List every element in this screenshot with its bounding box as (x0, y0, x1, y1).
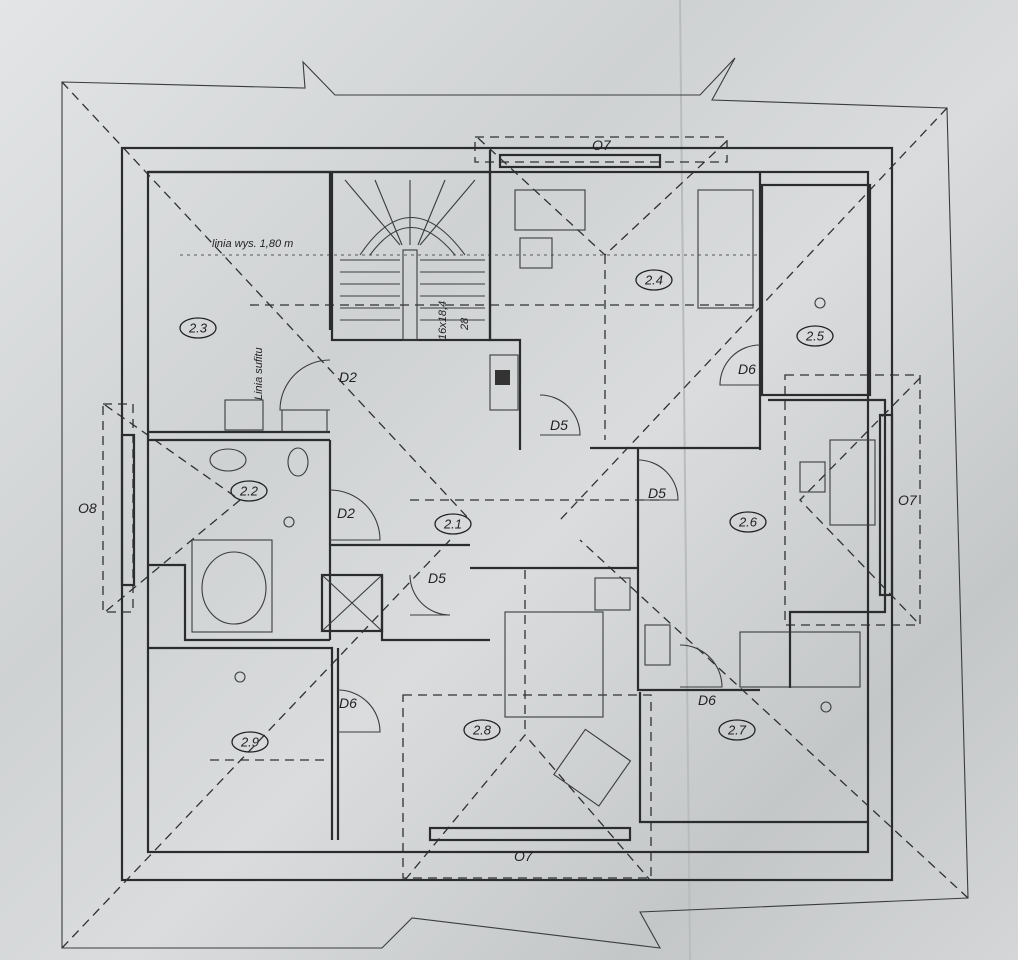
exterior-wall-inner (146, 170, 870, 854)
svg-text:2.7: 2.7 (727, 722, 747, 737)
svg-text:2.2: 2.2 (239, 483, 259, 498)
room-label-2-5: 2.5 (796, 325, 834, 347)
svg-text:2.9: 2.9 (240, 734, 259, 749)
door-swing (679, 644, 723, 688)
wall (148, 646, 334, 840)
stairs (340, 179, 485, 341)
door-label: D5 (550, 417, 568, 433)
gable-hip-bottom (404, 733, 651, 881)
room-label-2-2: 2.2 (230, 480, 268, 502)
window-right (878, 413, 894, 597)
door-label: D2 (337, 505, 355, 521)
light-icon (234, 671, 246, 683)
window-label: O8 (78, 500, 97, 516)
door-label: D6 (698, 692, 716, 708)
room-label-2-6: 2.6 (729, 511, 767, 533)
chair (799, 461, 826, 493)
svg-text:2.1: 2.1 (443, 516, 462, 531)
svg-text:2.8: 2.8 (472, 722, 492, 737)
door-label: D2 (339, 369, 357, 385)
chimney-lower (644, 624, 671, 666)
door-swing (329, 489, 381, 541)
roof-hip (559, 107, 948, 521)
window-top (498, 153, 662, 169)
bathtub (191, 539, 273, 633)
window-label: O7 (898, 492, 918, 508)
window-bottom (428, 826, 632, 842)
door-swing (539, 394, 581, 436)
dormer-outline-top (474, 136, 728, 163)
shower-drain (321, 574, 383, 632)
wall (636, 448, 760, 692)
window-left (120, 433, 136, 587)
door-swing (279, 359, 331, 411)
bathtub-basin (201, 551, 267, 625)
room-label-2-4: 2.4 (635, 269, 673, 291)
wall (768, 398, 887, 688)
light-icon (820, 701, 832, 713)
room-label-2-3: 2.3 (179, 317, 217, 339)
svg-text:2.6: 2.6 (738, 514, 758, 529)
ceiling-line-note: Linia sufitu (253, 347, 265, 400)
room-label-2-1: 2.1 (434, 513, 472, 535)
wall (148, 563, 330, 642)
wall (488, 150, 522, 450)
toilet (287, 447, 309, 477)
room-2-5-walls (760, 183, 872, 397)
bed (739, 631, 861, 688)
svg-text:2.5: 2.5 (805, 328, 825, 343)
stair-spec-note: 16x18,4 (437, 301, 449, 340)
bed (504, 611, 604, 718)
door-swing (409, 574, 451, 616)
door-label: D6 (738, 361, 756, 377)
height-line-note: linia wys. 1,80 m (212, 238, 293, 250)
room-label-2-9: 2.9 (231, 731, 269, 753)
stairwell (330, 170, 492, 342)
exterior-wall-outer (120, 146, 894, 882)
svg-text:2.3: 2.3 (188, 320, 208, 335)
door-swing (637, 459, 679, 501)
dormer-outline-right (784, 374, 921, 626)
armchair (553, 728, 632, 807)
door-swing (719, 344, 761, 386)
door-label: D5 (428, 570, 446, 586)
desk (594, 577, 631, 611)
wall (380, 575, 490, 642)
window-label: O7 (592, 137, 612, 153)
svg-text:2.4: 2.4 (644, 272, 663, 287)
door-label: D5 (648, 485, 666, 501)
chimney (489, 354, 519, 411)
desk (514, 189, 586, 231)
desk (829, 439, 876, 526)
door-swing (337, 689, 381, 733)
room-label-2-7: 2.7 (718, 719, 756, 741)
roof-hip (579, 539, 969, 899)
window-label: O7 (514, 848, 534, 864)
room-label-2-8: 2.8 (463, 719, 501, 741)
dormer-outline-left (102, 403, 134, 613)
wall (638, 692, 868, 824)
washer (281, 409, 328, 433)
roof-hip (61, 81, 471, 521)
light-icon (814, 297, 826, 309)
washbasin (224, 399, 264, 431)
paper-fold (679, 0, 691, 960)
door-label: D6 (339, 695, 357, 711)
light-icon (283, 516, 295, 528)
stair-depth-note: 28 (459, 317, 471, 331)
sink (209, 448, 247, 472)
wall (148, 170, 332, 330)
bed (697, 189, 754, 309)
dormer-outline-bottom (402, 694, 652, 879)
chimney-flue (495, 370, 510, 385)
chair (519, 237, 553, 269)
